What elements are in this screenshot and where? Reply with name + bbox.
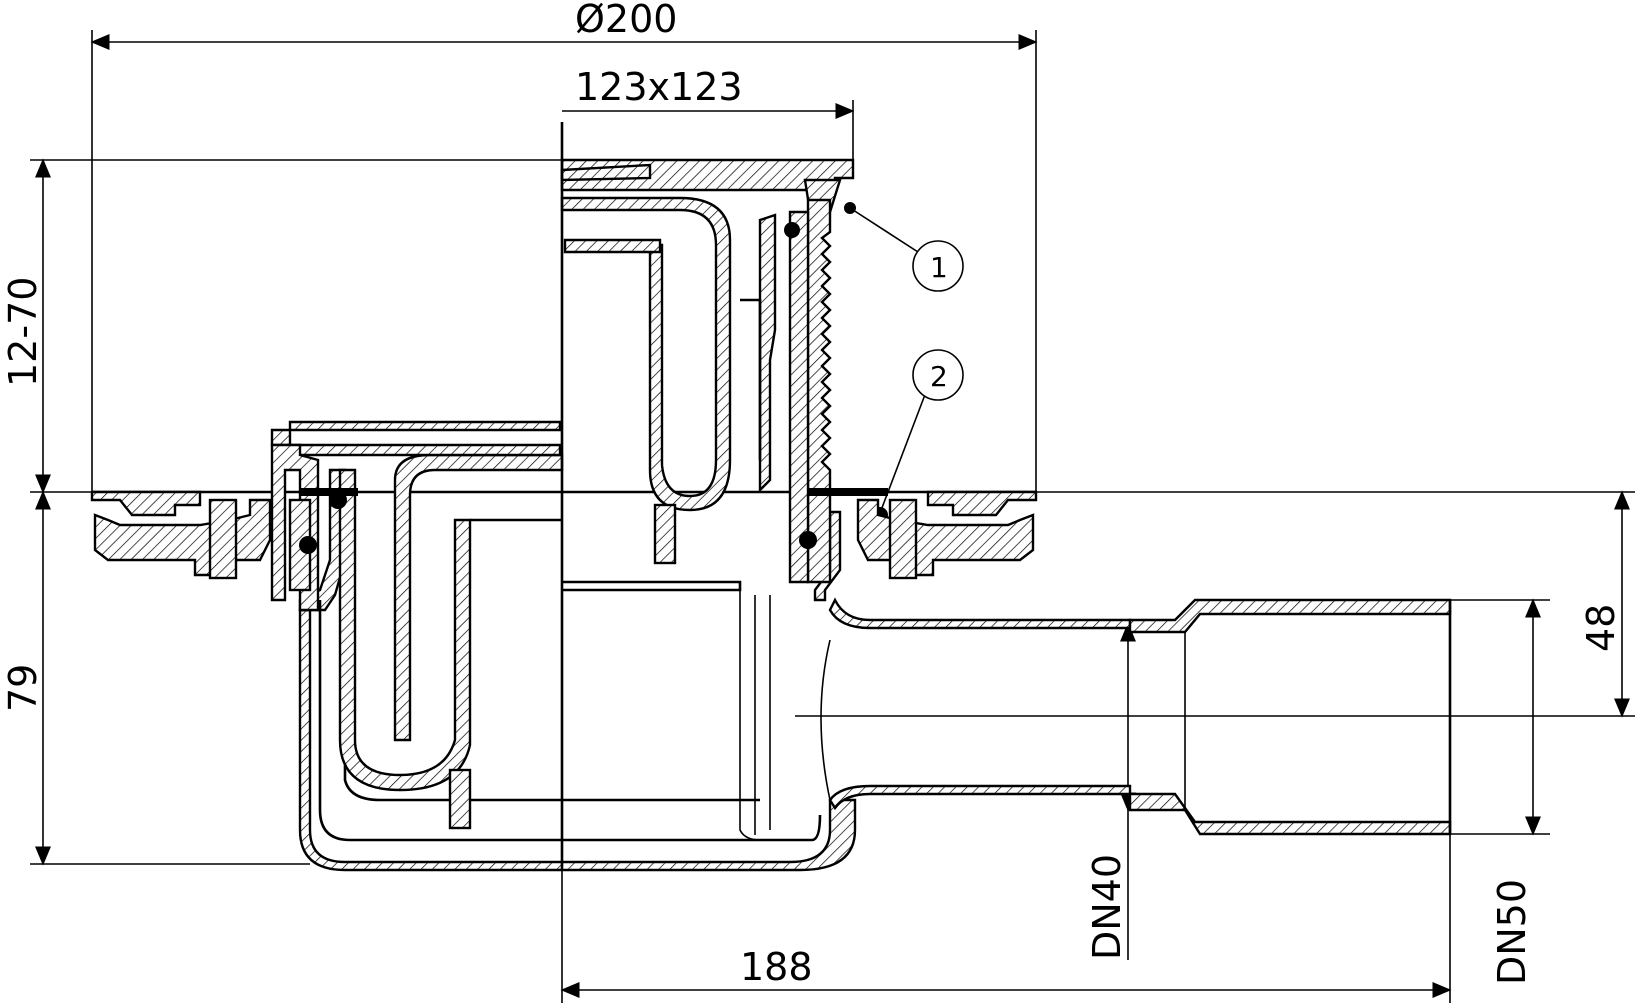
callout-2: 2: [930, 360, 948, 393]
callouts: 1 2: [844, 202, 964, 523]
grate-size-label: 123x123: [575, 65, 743, 109]
outlet-height-label: 48: [1579, 604, 1623, 652]
outer-pipe-label: DN50: [1490, 879, 1534, 985]
outlet-length-label: 188: [740, 945, 813, 989]
inner-pipe-label: DN40: [1085, 854, 1129, 960]
dimension-labels: Ø200 123x123 12-70 79 48 188 DN40 DN50: [1, 0, 1623, 989]
body-height-label: 79: [1, 664, 45, 712]
diameter-label: Ø200: [575, 0, 677, 41]
adjust-height-label: 12-70: [1, 277, 45, 387]
callout-1: 1: [930, 251, 948, 284]
drain-body: [90, 122, 1452, 872]
